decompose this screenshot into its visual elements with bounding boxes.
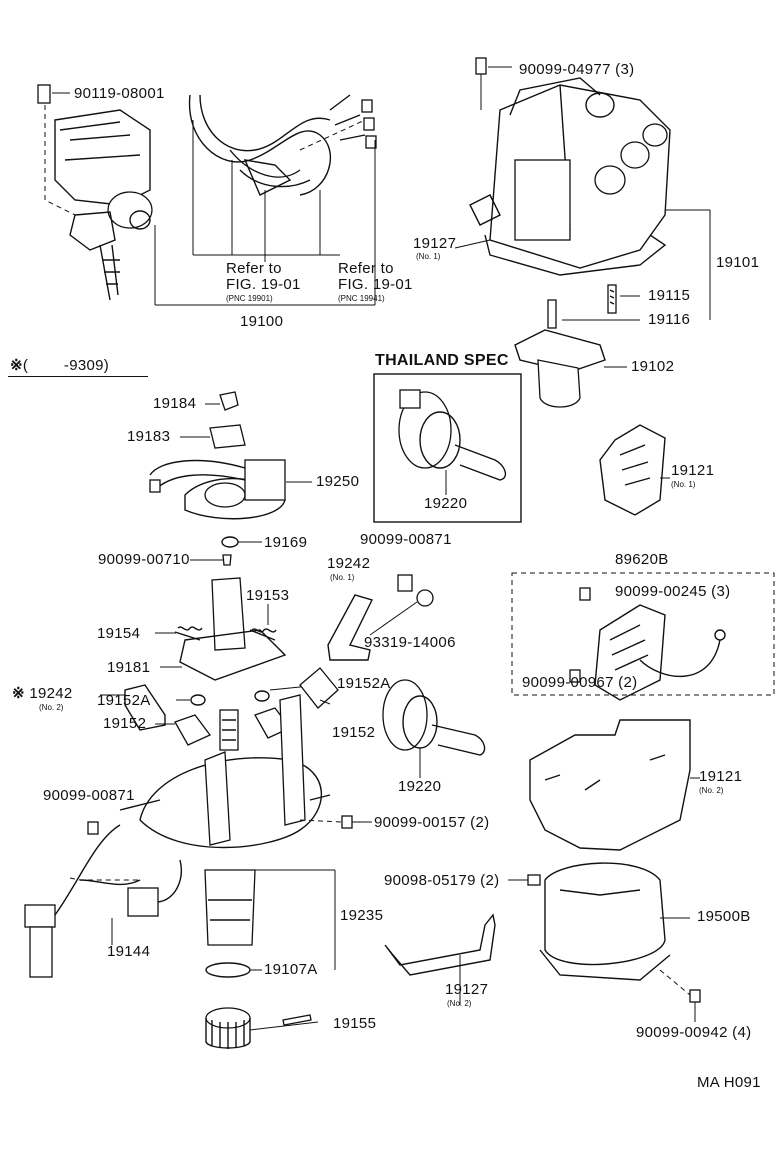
- item-89620b-frame: [511, 572, 775, 696]
- label-19155: 19155: [333, 1015, 377, 1032]
- label-19107a: 19107A: [264, 961, 318, 978]
- label-19144: 19144: [107, 943, 151, 960]
- label-90099-00871-b: 90099-00871: [43, 787, 135, 804]
- label-90099-00967: 90099-00967 (2): [522, 674, 638, 691]
- label-89620b: 89620B: [615, 551, 669, 568]
- label-19100: 19100: [240, 313, 284, 330]
- label-19220-thailand: 19220: [424, 495, 468, 512]
- label-refer-1: Refer to: [226, 260, 282, 277]
- label-90098-05179: 90098-05179 (2): [384, 872, 500, 889]
- label-19242-no1-sub: (No. 1): [330, 573, 355, 582]
- small-bolts-drawing: [299, 587, 701, 1022]
- label-19500b: 19500B: [697, 908, 751, 925]
- vacuum-advancer-thailand-drawing: [398, 389, 507, 495]
- label-fig-2: FIG. 19-01: [338, 276, 413, 293]
- label-pnc-2: (PNC 19941): [338, 294, 385, 303]
- bracket-no2-drawing: [100, 684, 166, 731]
- label-19121-no2-sub: (No. 2): [699, 786, 724, 795]
- distributor-cap-drawing: [454, 57, 711, 329]
- period-mark: ※: [10, 357, 23, 374]
- label-pnc-1: (PNC 19901): [226, 294, 273, 303]
- housing-19500b-drawing: [539, 862, 690, 981]
- period-note: ※( -9309): [10, 358, 109, 374]
- label-19242-no2: ※ 19242: [12, 686, 73, 702]
- label-19154: 19154: [97, 625, 141, 642]
- rotor-drawing: [514, 329, 627, 408]
- label-19127-no1-sub: (No. 1): [416, 252, 441, 261]
- label-fig-1: FIG. 19-01: [226, 276, 301, 293]
- housing-drawing: [119, 694, 336, 978]
- label-19116: 19116: [648, 311, 691, 328]
- thailand-spec-frame: [373, 373, 522, 523]
- label-19121-no2: 19121: [699, 768, 743, 785]
- label-19102: 19102: [631, 358, 675, 375]
- igniter-assembly-drawing: [594, 604, 726, 701]
- label-19184: 19184: [153, 395, 197, 412]
- label-19169: 19169: [264, 534, 308, 551]
- label-19235: 19235: [340, 907, 384, 924]
- label-19220: 19220: [398, 778, 442, 795]
- label-90099-00710: 90099-00710: [98, 551, 190, 568]
- label-19115: 19115: [648, 287, 691, 304]
- label-19127-no2: 19127: [445, 981, 489, 998]
- sensor-drawing: [299, 667, 339, 709]
- label-19152a-right: 19152A: [337, 675, 391, 692]
- period-underline: [8, 376, 148, 377]
- label-90119-08001: 90119-08001: [74, 85, 165, 102]
- label-19152-right: 19152: [332, 724, 376, 741]
- label-19183: 19183: [127, 428, 171, 445]
- label-19101: 19101: [716, 254, 760, 271]
- label-90099-00871-a: 90099-00871: [360, 531, 452, 548]
- label-thailand-spec: THAILAND SPEC: [375, 352, 509, 369]
- period-text: ( -9309): [22, 357, 110, 374]
- label-19121-no1-sub: (No. 1): [671, 480, 696, 489]
- pickup-coil-assembly-drawing: [149, 391, 312, 566]
- label-93319-14006: 93319-14006: [364, 634, 456, 651]
- clamp-19127-no2-drawing: [384, 913, 496, 1005]
- diagram-code: MA H091: [697, 1074, 761, 1091]
- label-90099-00942: 90099-00942 (4): [636, 1024, 752, 1041]
- ignitor-bracket-drawing: [599, 424, 670, 516]
- label-19127-no2-sub: (No. 2): [447, 999, 472, 1008]
- label-19127-no1: 19127: [413, 235, 457, 252]
- label-refer-2: Refer to: [338, 260, 394, 277]
- wire-connector-drawing: [24, 821, 182, 978]
- label-19153: 19153: [246, 587, 290, 604]
- label-19242-no2-mark: ※: [12, 685, 25, 702]
- cable-harness-drawing: [154, 94, 377, 306]
- governor-shaft-drawing: [155, 577, 331, 746]
- bracket-19121-no2-drawing: [529, 719, 700, 851]
- label-19152-left: 19152: [103, 715, 147, 732]
- vacuum-bracket-drawing: [327, 574, 434, 661]
- distributor-assembly-drawing: [37, 84, 153, 301]
- label-19152a-left: 19152A: [97, 692, 151, 709]
- label-19181: 19181: [107, 659, 151, 676]
- label-90099-04977: 90099-04977 (3): [519, 61, 635, 78]
- label-19242-no2-sub: (No. 2): [39, 703, 64, 712]
- label-90099-00245: 90099-00245 (3): [615, 583, 731, 600]
- drive-gear-drawing: [205, 1007, 319, 1049]
- label-19242-no2-num: 19242: [29, 685, 73, 702]
- label-90099-00157: 90099-00157 (2): [374, 814, 490, 831]
- label-19250: 19250: [316, 473, 360, 490]
- label-19121-no1: 19121: [671, 462, 715, 479]
- vacuum-advancer-drawing: [382, 679, 486, 778]
- label-19242-no1: 19242: [327, 555, 371, 572]
